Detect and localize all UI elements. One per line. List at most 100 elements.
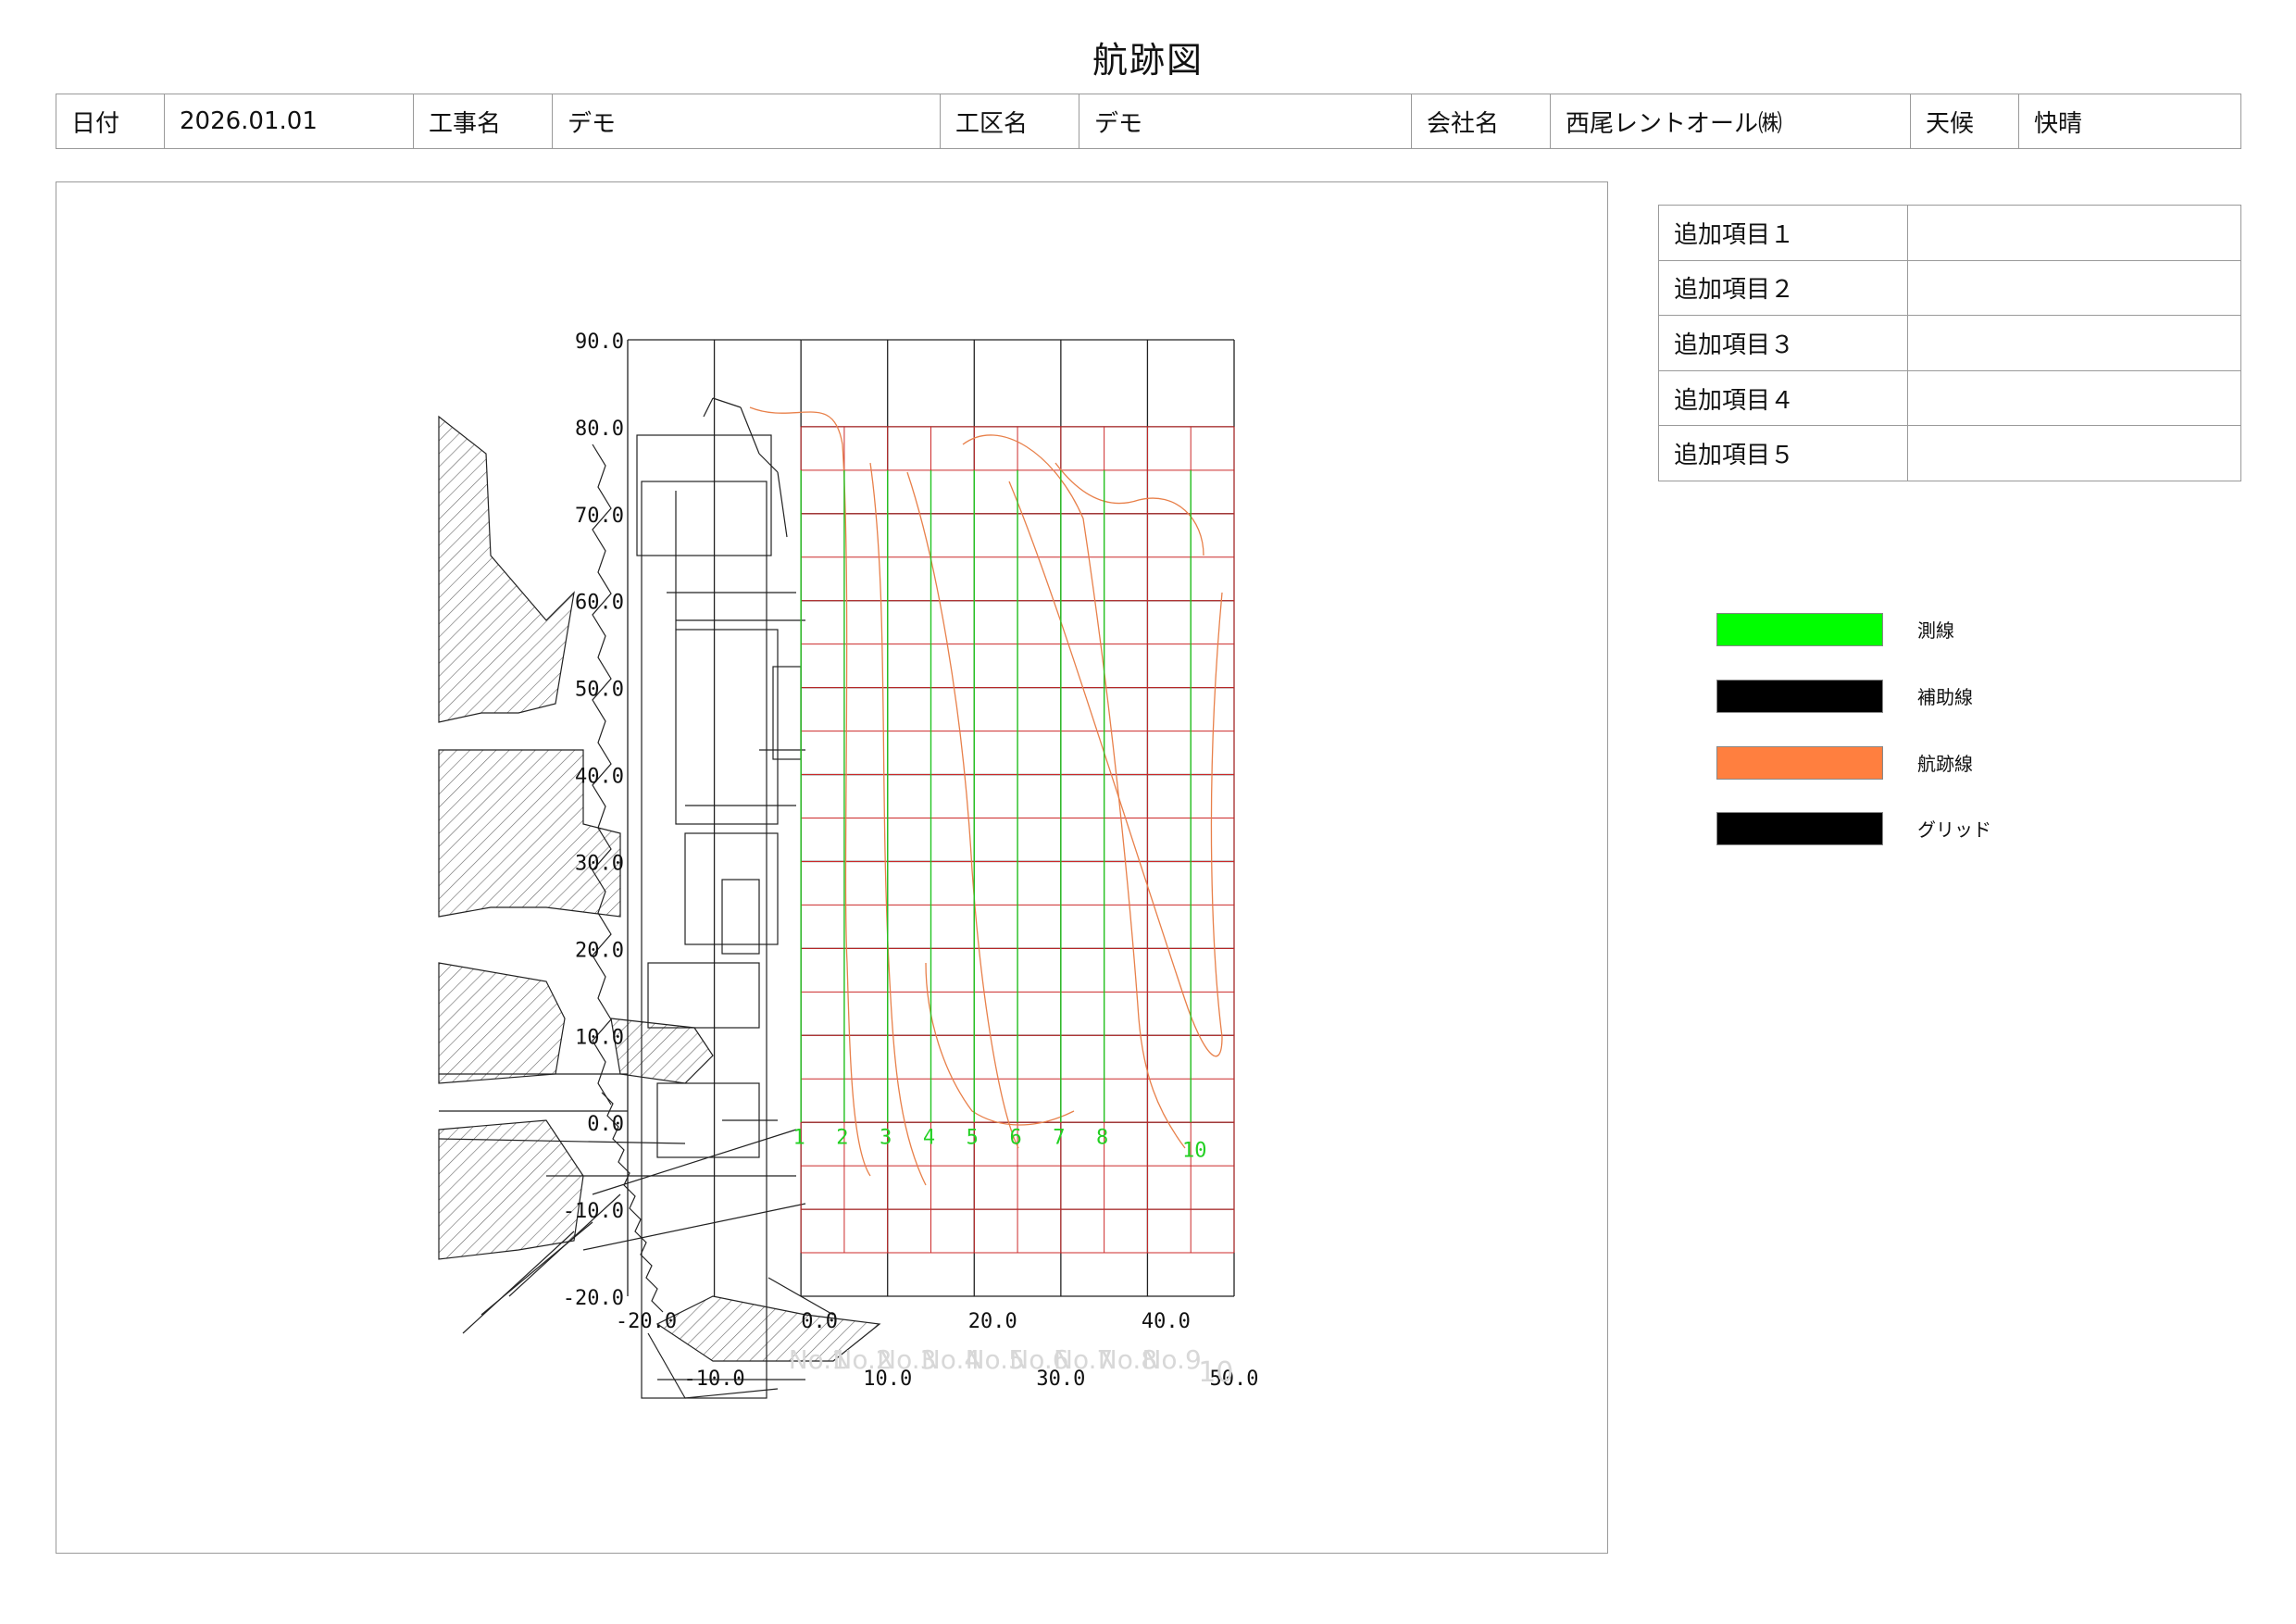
extra-items-table: 追加項目１ 追加項目２ 追加項目３ 追加項目４ 追加項目５ <box>1658 205 2241 481</box>
survey-line-label: 7 <box>1053 1127 1065 1150</box>
track-line <box>906 471 1019 1149</box>
y-tick-label: 10.0 <box>575 1026 624 1049</box>
x-tick-label: 10.0 <box>863 1368 912 1391</box>
structure-line <box>462 1230 575 1334</box>
survey-line-label: 10 <box>1182 1140 1207 1163</box>
extra-item-row: 追加項目１ <box>1658 205 2241 261</box>
structure-steps <box>601 1092 664 1313</box>
survey-lines: 1 2 3 4 5 6 7 8 10 <box>793 469 1207 1163</box>
structure-hatch <box>438 962 566 1084</box>
survey-line-label: 8 <box>1096 1127 1108 1150</box>
structure-line <box>592 1129 797 1195</box>
legend-swatch <box>1716 746 1883 780</box>
legend-label: 補助線 <box>1917 686 1973 708</box>
structure-hatch <box>438 415 575 723</box>
y-tick-label: 40.0 <box>575 766 624 789</box>
extra-item-value <box>1907 205 2241 261</box>
y-tick-label: 80.0 <box>575 418 624 441</box>
faded-line-label: No.9 <box>1142 1344 1201 1375</box>
section-value: デモ <box>1079 94 1412 149</box>
structure-hatch <box>655 1295 881 1362</box>
company-value: 西尾レントオール㈱ <box>1550 94 1911 149</box>
structure-line <box>777 471 788 538</box>
faded-line-label: No.5 <box>966 1344 1025 1375</box>
track-line <box>749 406 871 1177</box>
extra-item-value <box>1907 315 2241 371</box>
track-line <box>962 434 1186 1149</box>
legend-label: グリッド <box>1917 818 1991 841</box>
extra-item-row: 追加項目２ <box>1658 259 2241 317</box>
structure-line <box>740 406 760 455</box>
extra-item-label: 追加項目４ <box>1658 369 1908 427</box>
extra-item-value <box>1907 369 2241 427</box>
survey-line-label: 4 <box>923 1127 935 1150</box>
faded-line-label: 10 <box>1198 1356 1233 1389</box>
x-tick-label: -20.0 <box>616 1310 677 1333</box>
x-tick-label: 20.0 <box>968 1310 1017 1333</box>
faded-line-label: No.1 <box>789 1344 848 1375</box>
survey-line-label: 3 <box>880 1127 892 1150</box>
structure-drawing <box>438 397 881 1399</box>
y-tick-label: 70.0 <box>575 505 624 528</box>
structure-hatch <box>610 1018 714 1084</box>
y-tick-label: -10.0 <box>563 1200 624 1223</box>
project-value: デモ <box>552 94 941 149</box>
structure-block <box>675 629 779 825</box>
extra-item-row: 追加項目５ <box>1658 425 2241 481</box>
y-tick-label: 50.0 <box>575 679 624 702</box>
faded-line-label: No.8 <box>1098 1344 1157 1375</box>
weather-label: 天候 <box>1910 94 2019 149</box>
track-lines <box>749 406 1223 1186</box>
legend-label: 航跡線 <box>1917 753 1973 775</box>
structure-line <box>703 397 714 418</box>
extra-item-label: 追加項目１ <box>1658 205 1908 261</box>
extra-item-label: 追加項目３ <box>1658 315 1908 371</box>
x-tick-label: -10.0 <box>683 1368 744 1391</box>
faded-line-label: No.2 <box>832 1344 892 1375</box>
structure-line <box>647 1332 686 1399</box>
section-label: 工区名 <box>940 94 1079 149</box>
structure-line <box>712 397 742 408</box>
y-tick-label: -20.0 <box>563 1287 624 1310</box>
structure-line <box>758 453 779 473</box>
faded-line-label: No.4 <box>921 1344 980 1375</box>
y-tick-label: 90.0 <box>575 331 624 354</box>
faded-line-label: No.3 <box>877 1344 936 1375</box>
x-tick-label: 50.0 <box>1210 1368 1259 1391</box>
extra-item-row: 追加項目４ <box>1658 369 2241 427</box>
extra-item-label: 追加項目５ <box>1658 425 1908 481</box>
structure-hatch <box>438 749 621 918</box>
structure-block <box>656 1082 760 1158</box>
axis-labels: 90.0 80.0 70.0 60.0 50.0 40.0 30.0 20.0 10.0 0.0 -… <box>563 331 1259 1391</box>
header-table: 日付 2026.01.01 工事名 デモ 工区名 デモ 会社名 西尾レントオール… <box>56 94 2241 149</box>
survey-line-label: 5 <box>967 1127 979 1150</box>
weather-value: 快晴 <box>2018 94 2241 149</box>
project-label: 工事名 <box>413 94 553 149</box>
survey-line-label: 2 <box>836 1127 848 1150</box>
page-title: 航跡図 <box>1092 40 1204 81</box>
structure-line <box>438 1138 686 1144</box>
structure-line <box>684 1388 779 1399</box>
extra-item-row: 追加項目３ <box>1658 315 2241 371</box>
structure-hatch <box>438 1119 584 1260</box>
structure-block <box>721 879 760 955</box>
company-label: 会社名 <box>1411 94 1551 149</box>
track-line <box>925 962 1075 1126</box>
structure-block <box>636 434 772 556</box>
faded-line-label: No.6 <box>1009 1344 1068 1375</box>
structure-steps <box>592 443 612 1106</box>
track-chart: 1 2 3 4 5 6 7 8 10 90.0 80.0 70.0 60.0 50.0 40.0 30.0 20… <box>438 331 1259 1399</box>
date-label: 日付 <box>56 94 165 149</box>
x-tick-label: 30.0 <box>1036 1368 1085 1391</box>
y-tick-label: 0.0 <box>587 1113 624 1136</box>
structure-block <box>647 962 760 1029</box>
y-tick-label: 60.0 <box>575 592 624 615</box>
extra-item-value <box>1907 425 2241 481</box>
survey-line-label: 1 <box>793 1127 805 1150</box>
survey-line-label: 6 <box>1009 1127 1021 1150</box>
legend-label: 測線 <box>1917 619 1954 642</box>
legend-swatch <box>1716 680 1883 713</box>
structure-block <box>684 832 779 945</box>
legend-swatch <box>1716 613 1883 646</box>
extra-item-value <box>1907 259 2241 317</box>
